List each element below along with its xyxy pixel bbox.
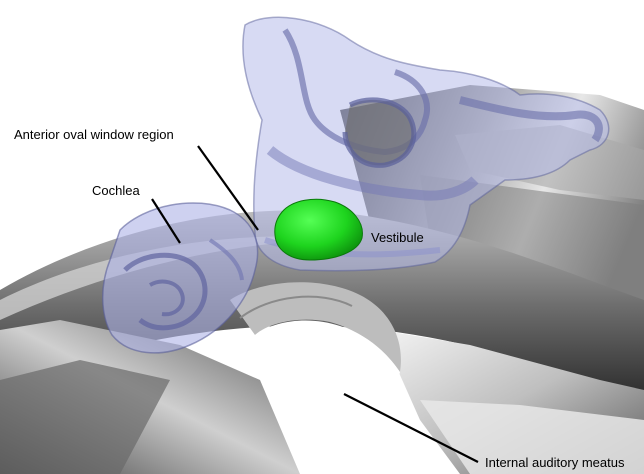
label-internal-auditory-meatus: Internal auditory meatus bbox=[485, 456, 624, 469]
label-anterior-oval-window: Anterior oval window region bbox=[14, 128, 174, 141]
label-cochlea: Cochlea bbox=[92, 184, 140, 197]
cochlea bbox=[103, 203, 258, 353]
label-vestibule: Vestibule bbox=[371, 231, 424, 244]
